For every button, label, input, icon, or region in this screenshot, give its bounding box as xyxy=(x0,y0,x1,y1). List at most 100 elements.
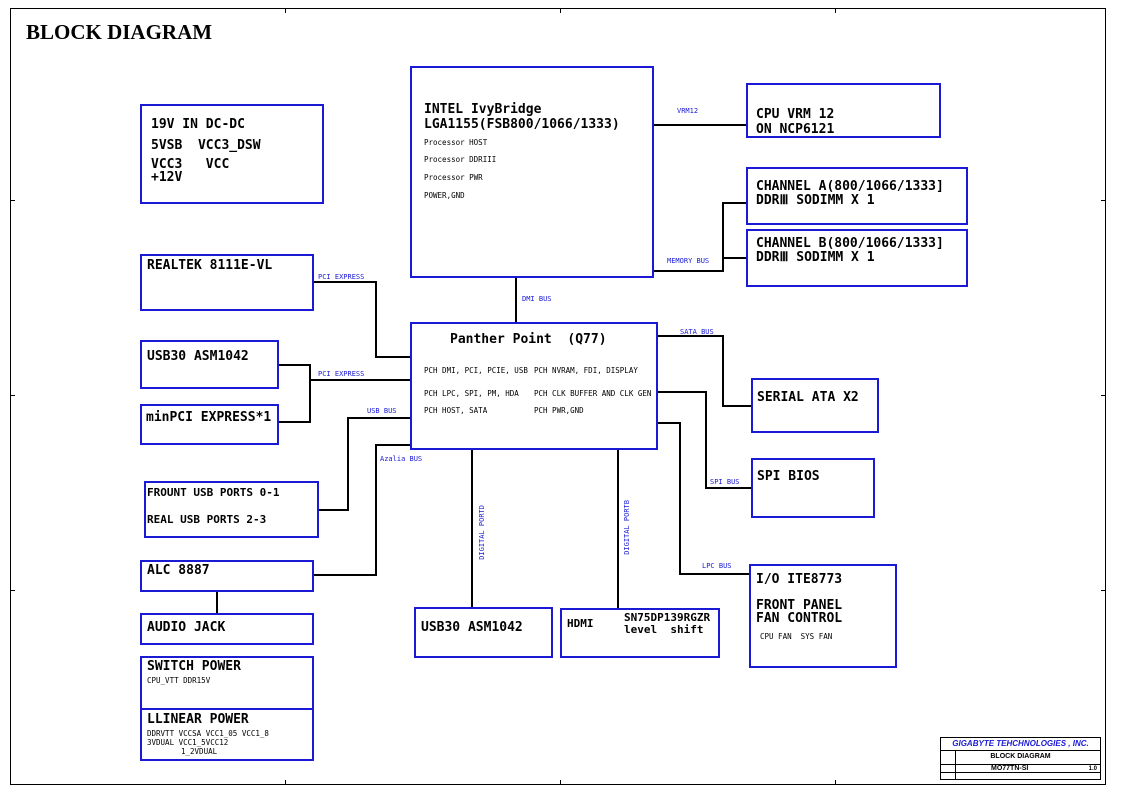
bus-label-digital-portb: DIGITAL PORTB xyxy=(623,500,631,555)
cpu-block[interactable]: INTEL IvyBridge LGA1155(FSB800/1066/1333… xyxy=(410,66,654,278)
cpu-vrm-block[interactable]: CPU VRM 12 ON NCP6121 xyxy=(746,83,941,138)
drawing-frame xyxy=(10,8,1106,785)
wire-spi xyxy=(654,391,751,489)
hdmi-level-shift: level shift xyxy=(624,623,704,636)
title-block: GIGABYTE TEHCHNOLOGIES , INC. BLOCK DIAG… xyxy=(940,737,1101,780)
frame-tick xyxy=(560,780,561,785)
pch-feature: PCH DMI, PCI, PCIE, USB xyxy=(424,366,528,375)
linear-power-title: LLINEAR POWER xyxy=(147,712,249,727)
switch-power-rails: CPU_VTT DDR15V xyxy=(147,676,211,685)
alc-label: ALC 8887 xyxy=(147,563,210,578)
power-line1: 19V IN DC-DC xyxy=(151,117,245,132)
usb-ports-block[interactable]: FROUNT USB PORTS 0-1 REAL USB PORTS 2-3 xyxy=(144,481,319,538)
model-number: MO77TN-SI xyxy=(991,765,1029,772)
pch-feature: PCH NVRAM, FDI, DISPLAY xyxy=(534,366,638,375)
bus-label-pci-express-1: PCI EXPRESS xyxy=(318,273,365,281)
wire-realtek xyxy=(313,281,411,358)
wire-usb-bus xyxy=(318,417,411,511)
linear-power-rails: 1_2VDUAL xyxy=(181,747,218,756)
cpu-item: Processor PWR xyxy=(424,173,483,182)
linear-power-rails: 3VDUAL VCC1_5VCC12 xyxy=(147,738,229,747)
page-title: BLOCK DIAGRAM xyxy=(26,20,213,44)
frame-tick xyxy=(10,395,15,396)
cpu-socket: LGA1155(FSB800/1066/1333) xyxy=(424,117,620,132)
io-front-panel: FRONT PANEL xyxy=(756,598,843,613)
pch-feature: PCH LPC, SPI, PM, HDA xyxy=(424,389,519,398)
bus-label-memory: MEMORY BUS xyxy=(667,257,710,265)
usb-ports-front: FROUNT USB PORTS 0-1 xyxy=(147,486,280,499)
cpu-name: INTEL IvyBridge xyxy=(424,102,542,117)
usb-ports-rear: REAL USB PORTS 2-3 xyxy=(147,513,267,526)
linear-power-rails: DDRVTT VCCSA VCC1_05 VCC1_8 xyxy=(147,729,269,738)
dc-dc-power-block[interactable]: 19V IN DC-DC 5VSB VCC3_DSW VCC3 VCC +12V xyxy=(140,104,324,204)
minpci-block[interactable]: minPCI EXPRESS*1 xyxy=(140,404,279,445)
frame-tick xyxy=(10,200,15,201)
frame-tick xyxy=(10,590,15,591)
pch-block[interactable]: Panther Point (Q77) PCH DMI, PCI, PCIE, … xyxy=(410,322,658,450)
io-chip: I/O ITE8773 xyxy=(756,572,843,587)
minpci-label: minPCI EXPRESS*1 xyxy=(146,410,272,425)
bus-label-spi: SPI BUS xyxy=(710,478,740,486)
frame-tick xyxy=(1101,395,1106,396)
divider xyxy=(955,750,956,780)
hdmi-label: HDMI xyxy=(567,617,594,630)
io-fans: CPU FAN SYS FAN xyxy=(760,632,833,641)
wire-sata xyxy=(654,335,751,407)
bus-label-vrm12: VRM12 xyxy=(677,107,699,115)
spi-bios-block[interactable]: SPI BIOS xyxy=(751,458,875,518)
power-line3: VCC3 VCC xyxy=(151,157,230,172)
channel-b-line1: CHANNEL B(800/1066/1333] xyxy=(756,236,944,251)
io-controller-block[interactable]: I/O ITE8773 FRONT PANEL FAN CONTROL CPU … xyxy=(749,564,897,668)
sata-block[interactable]: SERIAL ATA X2 xyxy=(751,378,879,433)
audio-jack-label: AUDIO JACK xyxy=(147,620,226,635)
power-line4: +12V xyxy=(151,170,183,185)
realtek-lan-block[interactable]: REALTEK 8111E-VL xyxy=(140,254,314,311)
alc-codec-block[interactable]: ALC 8887 xyxy=(140,560,314,592)
bus-label-sata: SATA BUS xyxy=(680,328,714,336)
pch-title: Panther Point (Q77) xyxy=(450,332,607,347)
bus-label-dmi: DMI BUS xyxy=(522,295,552,303)
cpu-vrm-line1: CPU VRM 12 xyxy=(756,107,835,122)
revision: 1.0 xyxy=(1088,766,1097,772)
divider xyxy=(142,708,312,710)
wire-lpc xyxy=(654,422,749,575)
wire-channel-a xyxy=(654,202,746,272)
switch-power-title: SWITCH POWER xyxy=(147,659,241,674)
channel-a-line2: DDRⅢ SODIMM X 1 xyxy=(756,193,875,208)
usb30-left-label: USB30 ASM1042 xyxy=(147,349,249,364)
wire-usb-minpci xyxy=(279,364,311,423)
usb30-left-block[interactable]: USB30 ASM1042 xyxy=(140,340,279,389)
bus-label-usb: USB BUS xyxy=(367,407,397,415)
frame-tick xyxy=(835,8,836,13)
cpu-item: POWER,GND xyxy=(424,191,465,200)
cpu-item: Processor DDRIII xyxy=(424,155,497,164)
channel-a-block[interactable]: CHANNEL A(800/1066/1333] DDRⅢ SODIMM X 1 xyxy=(746,167,968,225)
bus-label-lpc: LPC BUS xyxy=(702,562,732,570)
frame-tick xyxy=(560,8,561,13)
bus-label-digital-portd: DIGITAL PORTD xyxy=(478,505,486,560)
spi-bios-label: SPI BIOS xyxy=(757,469,820,484)
company-name: GIGABYTE TEHCHNOLOGIES , INC. xyxy=(941,738,1100,751)
power-regulator-block[interactable]: SWITCH POWER CPU_VTT DDR15V LLINEAR POWE… xyxy=(140,656,314,761)
cpu-item: Processor HOST xyxy=(424,138,488,147)
power-line2: 5VSB VCC3_DSW xyxy=(151,138,261,153)
audio-jack-block[interactable]: AUDIO JACK xyxy=(140,613,314,645)
channel-a-line1: CHANNEL A(800/1066/1333] xyxy=(756,179,944,194)
pch-feature: PCH HOST, SATA xyxy=(424,406,488,415)
channel-b-block[interactable]: CHANNEL B(800/1066/1333] DDRⅢ SODIMM X 1 xyxy=(746,229,968,287)
divider xyxy=(941,772,1100,773)
pch-feature: PCH PWR,GND xyxy=(534,406,584,415)
frame-tick xyxy=(285,8,286,13)
usb30-bottom-label: USB30 ASM1042 xyxy=(421,620,523,635)
wire-azalia xyxy=(313,444,411,576)
pch-feature: PCH CLK BUFFER AND CLK GEN xyxy=(534,389,652,398)
sheet-title: BLOCK DIAGRAM xyxy=(941,750,1100,765)
usb30-bottom-block[interactable]: USB30 ASM1042 xyxy=(414,607,553,658)
hdmi-block[interactable]: HDMI SN75DP139RGZR level shift xyxy=(560,608,720,658)
hdmi-chip: SN75DP139RGZR xyxy=(624,611,711,624)
cpu-vrm-line2: ON NCP6121 xyxy=(756,122,835,137)
bus-label-pci-express-2: PCI EXPRESS xyxy=(318,370,365,378)
sata-label: SERIAL ATA X2 xyxy=(757,390,859,405)
frame-tick xyxy=(1101,200,1106,201)
